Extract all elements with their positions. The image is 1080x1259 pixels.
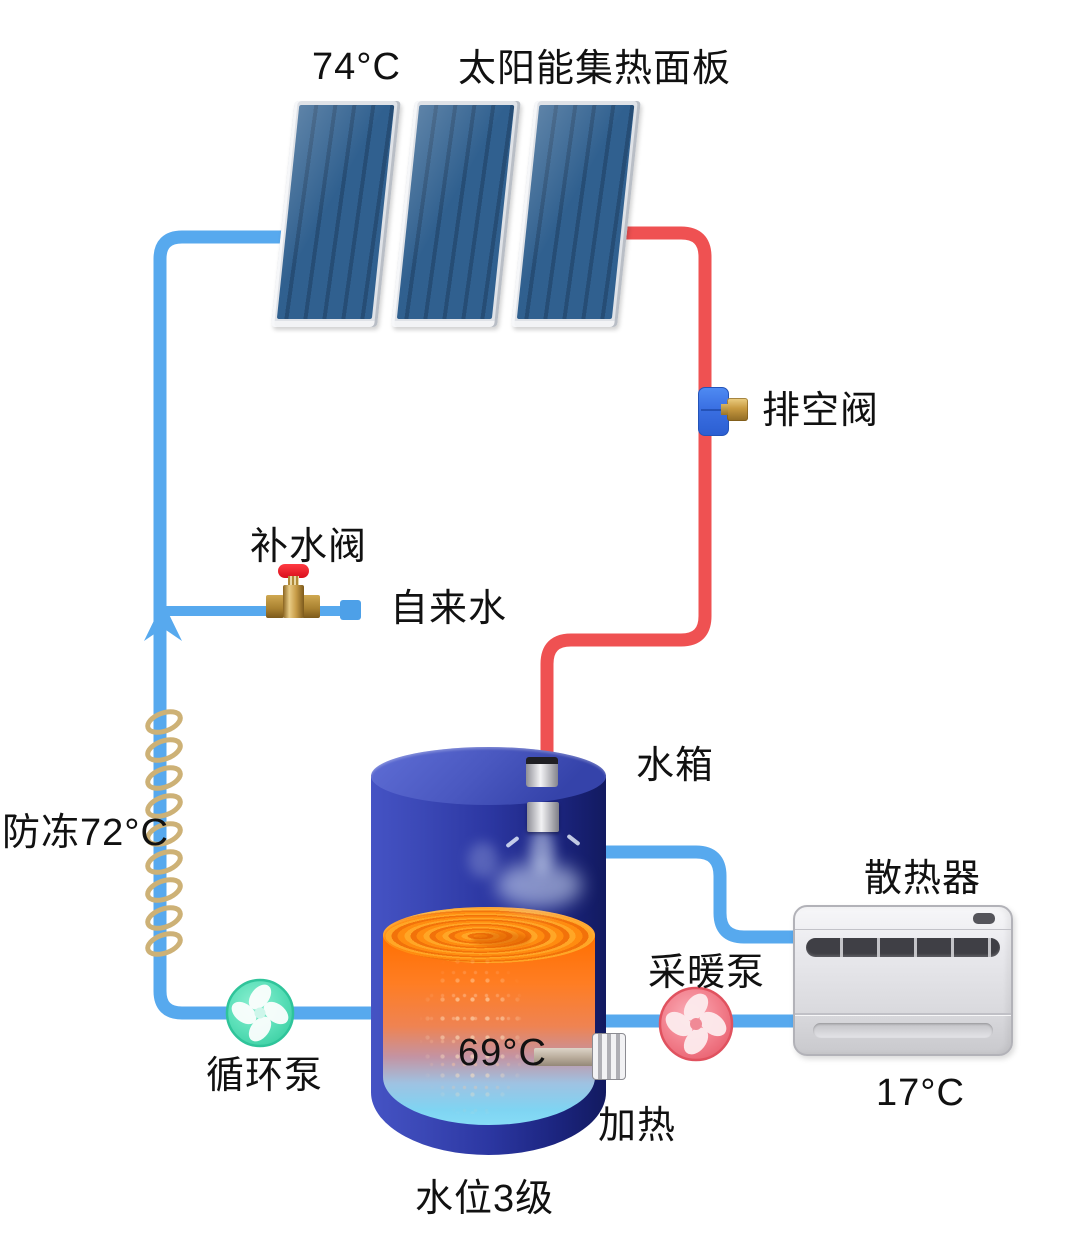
heating-element-cap (592, 1033, 626, 1080)
tap-water-pipe-cap (340, 600, 361, 620)
antifreeze-coil-icon (145, 709, 183, 957)
drain-valve-label: 排空阀 (762, 390, 880, 432)
collector-temp-label: 74°C (312, 46, 401, 88)
tank-lid (371, 747, 606, 805)
tank-top-fitting (526, 757, 558, 787)
circulation-pump-label: 循环泵 (206, 1055, 324, 1097)
fill-valve-handle (278, 564, 309, 578)
fill-valve-flange-right (302, 595, 320, 618)
fill-valve-flange-left (266, 595, 284, 618)
fill-valve-body (283, 585, 304, 618)
radiator-bottom-slot (813, 1023, 993, 1038)
heating-pump-icon (658, 986, 734, 1062)
circulation-pump-icon (225, 978, 295, 1048)
radiator-bottom-seam (795, 1013, 1011, 1015)
fill-valve-stem (288, 576, 299, 587)
radiator-vent-grille (806, 938, 1000, 957)
heating-element-rod (534, 1048, 596, 1066)
collector-label: 太阳能集热面板 (458, 48, 732, 90)
radiator-unit (793, 905, 1013, 1056)
solar-panel-glass (516, 105, 635, 319)
heater-label: 加热 (598, 1105, 677, 1147)
steam-icon (496, 862, 582, 908)
radiator-indicator (973, 913, 995, 924)
radiator-label: 散热器 (864, 858, 982, 900)
water-level-label: 水位3级 (415, 1178, 555, 1220)
steam-icon (468, 842, 498, 878)
tank-inlet-diffuser (527, 802, 559, 832)
solar-panel-glass (276, 105, 395, 319)
heating-pump-label: 采暖泵 (648, 952, 766, 994)
tank-temp-label: 69°C (458, 1032, 547, 1074)
room-temp-label: 17°C (876, 1072, 965, 1114)
drain-valve-brass-fitting (721, 398, 748, 421)
tank-to-radiator-pipe (598, 845, 795, 944)
flow-arrow-up-icon (144, 602, 182, 641)
hot-pipe (540, 226, 712, 766)
tap-water-label: 自来水 (390, 588, 508, 630)
tank-label: 水箱 (636, 745, 715, 787)
antifreeze-label: 防冻72°C (2, 812, 169, 854)
tank-bubbles (420, 952, 528, 1114)
solar-panel-glass (396, 105, 515, 319)
fill-valve-label: 补水阀 (250, 526, 368, 568)
radiator-top-seam (795, 929, 1011, 930)
